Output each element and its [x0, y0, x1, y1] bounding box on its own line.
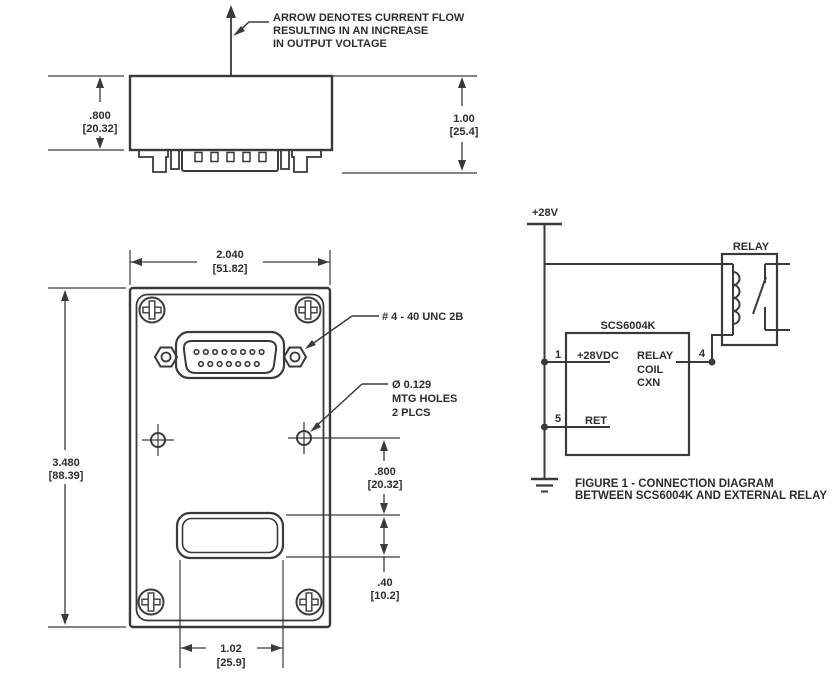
pin4-label-line-3: CXN: [637, 377, 660, 389]
thread-callout-label: # 4 - 40 UNC 2B: [382, 311, 463, 323]
mounting-hole-left-icon: [142, 424, 174, 456]
dim-height-in: 3.480: [52, 457, 80, 469]
pin4-label-line-2: COIL: [637, 364, 664, 376]
dim-width-in: 2.040: [216, 249, 244, 261]
junction-dot: [541, 423, 548, 431]
screw-top-left-icon: [138, 296, 166, 324]
junction-dot: [541, 358, 548, 366]
connection-diagram: +28V RELAY SCS6004K: [527, 207, 827, 502]
pin-1: 1 +28VDC: [541, 349, 619, 366]
jackscrew-nut-left-icon: [153, 346, 179, 368]
note-line-3: IN OUTPUT VOLTAGE: [273, 38, 387, 50]
screw-top-right-icon: [294, 296, 322, 324]
ic-box: [564, 331, 691, 457]
relay-coil-icon: [732, 264, 741, 335]
dsub-pins: [193, 348, 265, 368]
dimension-hole-offset: .800 [20.32]: [286, 437, 403, 516]
pin-4: 4 RELAY COIL CXN: [637, 348, 716, 389]
relay-label: RELAY: [733, 241, 770, 253]
relay-box: [720, 252, 779, 347]
pin5-number: 5: [555, 413, 561, 425]
mounting-hole-right-icon: [288, 422, 320, 454]
relay-switch-icon: [752, 263, 790, 331]
dim-cutout-h-mm: [10.2]: [371, 590, 400, 602]
figure-caption: FIGURE 1 - CONNECTION DIAGRAM BETWEEN SC…: [575, 478, 827, 502]
dim-cutout-w-mm: [25.9]: [217, 657, 246, 669]
relay-coil-return-wire: [711, 334, 733, 362]
front-view: # 4 - 40 UNC 2B Ø 0.129 MTG HOLES 2 PLCS: [48, 249, 463, 669]
screw-bottom-right-icon: [295, 588, 323, 616]
mtg-callout-line-3: 2 PLCS: [392, 407, 431, 419]
dim-side-height-mm: [20.32]: [83, 123, 118, 135]
pin4-number: 4: [699, 348, 706, 360]
dimension-side-height: .800 [20.32]: [48, 75, 124, 151]
dsub-connector: [153, 330, 308, 380]
dim-width-mm: [51.82]: [213, 263, 248, 275]
caption-line-2: BETWEEN SCS6004K AND EXTERNAL RELAY: [575, 490, 827, 502]
scs6004k-block: SCS6004K 1 +28VDC 4 RELAY COIL CXN 5: [541, 320, 716, 457]
dim-side-total-in: 1.00: [453, 113, 474, 125]
panel-cutout: [175, 511, 285, 560]
dimension-cutout-height: .40 [10.2]: [286, 517, 400, 602]
dimension-cutout-width: 1.02 [25.9]: [179, 560, 284, 669]
dim-hole-in: .800: [374, 466, 395, 478]
relay-symbol: RELAY: [711, 241, 790, 362]
current-flow-note: ARROW DENOTES CURRENT FLOW RESULTING IN …: [273, 12, 465, 50]
pin5-label: RET: [585, 415, 607, 427]
jackscrew-nut-right-icon: [282, 346, 308, 368]
pin-5: 5 RET: [541, 413, 610, 431]
ic-label: SCS6004K: [600, 320, 655, 332]
screw-bottom-left-icon: [137, 588, 165, 616]
supply-label: +28V: [532, 207, 559, 219]
dimension-panel-height: 3.480 [88.39]: [48, 287, 126, 628]
note-line-1: ARROW DENOTES CURRENT FLOW: [273, 12, 465, 24]
mtg-callout-line-2: MTG HOLES: [392, 393, 457, 405]
caption-line-1: FIGURE 1 - CONNECTION DIAGRAM: [575, 478, 774, 490]
current-flow-arrow-icon: [226, 5, 269, 76]
pin1-label: +28VDC: [577, 350, 619, 362]
mtg-callout-line-1: Ø 0.129: [392, 379, 431, 391]
junction-dot: [708, 358, 716, 366]
dim-cutout-h-in: .40: [377, 577, 392, 589]
dim-side-total-mm: [25.4]: [450, 126, 479, 138]
module-pins-side: [138, 149, 322, 173]
callout-thread: # 4 - 40 UNC 2B: [305, 311, 463, 349]
side-view: ARROW DENOTES CURRENT FLOW RESULTING IN …: [48, 5, 479, 174]
ground-icon: [531, 477, 558, 493]
panel-inner-outline: [135, 293, 325, 622]
pin1-number: 1: [555, 349, 561, 361]
panel-outline: [128, 286, 332, 629]
dim-side-height-in: .800: [89, 110, 110, 122]
supply-28v: +28V: [527, 207, 562, 226]
note-line-2: RESULTING IN AN INCREASE: [273, 25, 428, 37]
dim-cutout-w-in: 1.02: [220, 643, 241, 655]
dim-hole-mm: [20.32]: [368, 479, 403, 491]
dimension-side-total-height: 1.00 [25.4]: [332, 75, 479, 174]
pin4-label-line-1: RELAY: [637, 350, 674, 362]
dimension-panel-width: 2.040 [51.82]: [129, 249, 331, 285]
callout-mtg-holes: Ø 0.129 MTG HOLES 2 PLCS: [310, 379, 457, 432]
dim-height-mm: [88.39]: [49, 470, 84, 482]
module-body-side: [128, 74, 334, 152]
